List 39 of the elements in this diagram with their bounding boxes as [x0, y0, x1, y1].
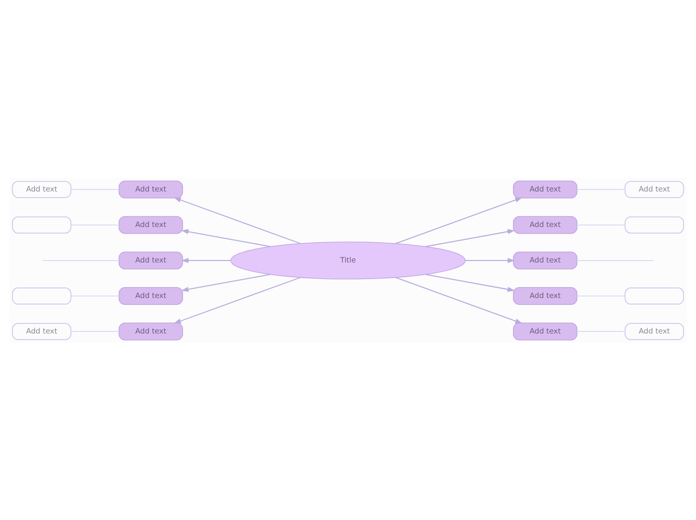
node-box: Add text [118, 322, 183, 340]
node-ellipse: Title [230, 241, 466, 279]
node-box [12, 216, 72, 233]
node-box: Add text [12, 322, 72, 340]
node-box: Add text [624, 322, 684, 340]
connector [70, 295, 119, 296]
arrow [425, 228, 515, 247]
connector [577, 259, 654, 261]
node-box: Add text [624, 180, 684, 198]
arrow [395, 196, 522, 244]
arrow [174, 276, 301, 323]
arrow [465, 257, 515, 263]
node-box: Add text [12, 180, 72, 198]
arrow [425, 273, 515, 292]
node-box: Add text [513, 322, 578, 340]
connector [42, 259, 119, 261]
node-box [624, 216, 684, 233]
arrow [181, 228, 271, 247]
arrow [181, 273, 271, 292]
node-box: Add text [118, 286, 183, 304]
arrow [174, 197, 301, 244]
connector [70, 188, 119, 190]
node-box: Add text [118, 216, 183, 234]
node-box: Add text [513, 180, 578, 198]
connector [577, 295, 626, 296]
node-box: Add text [513, 251, 578, 269]
connector [577, 188, 626, 190]
node-box: Add text [118, 251, 183, 269]
connector [70, 224, 119, 225]
node-box [624, 287, 684, 304]
node-box: Add text [513, 286, 578, 304]
node-box: Add text [118, 180, 183, 198]
node-box [12, 287, 72, 304]
node-box: Add text [513, 216, 578, 234]
connector [577, 330, 626, 332]
arrow [395, 276, 522, 324]
connector [577, 224, 626, 225]
arrow [181, 257, 231, 263]
connector [70, 330, 119, 332]
